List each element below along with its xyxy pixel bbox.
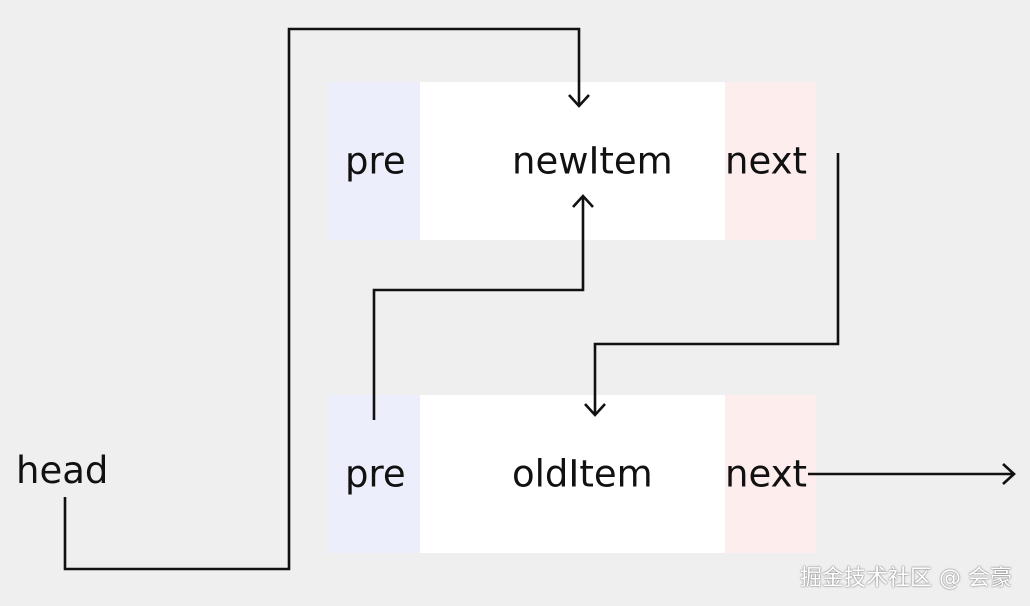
old-item-body-cell: oldItem	[420, 395, 725, 553]
head-label: head	[16, 449, 109, 492]
head-arrowhead	[568, 94, 590, 108]
new-item-body-cell: newItem	[420, 82, 725, 240]
old-item-pre-label: pre	[345, 452, 406, 496]
old-next-arrowhead	[1002, 463, 1016, 485]
new-item-next-label: next	[725, 139, 807, 183]
new-item-pre-cell: pre	[328, 82, 420, 240]
old-pre-arrowhead	[572, 194, 594, 208]
old-pre-to-new-item-arrow	[372, 196, 585, 420]
old-item-node: pre oldItem next	[328, 395, 816, 553]
new-next-arrowhead	[584, 403, 606, 417]
old-item-name-label: oldItem	[512, 452, 653, 496]
watermark-text: 掘金技术社区 @ 会豪	[800, 566, 1012, 591]
new-item-name-label: newItem	[512, 139, 673, 183]
new-next-to-old-item-arrow	[593, 153, 840, 415]
old-item-next-label: next	[725, 452, 807, 496]
old-item-pre-cell: pre	[328, 395, 420, 553]
new-item-pre-label: pre	[345, 139, 406, 183]
head-to-new-item-arrow	[63, 27, 581, 571]
new-item-next-cell: next	[725, 82, 816, 240]
old-item-next-cell: next	[725, 395, 816, 553]
new-item-node: pre newItem next	[328, 82, 816, 240]
